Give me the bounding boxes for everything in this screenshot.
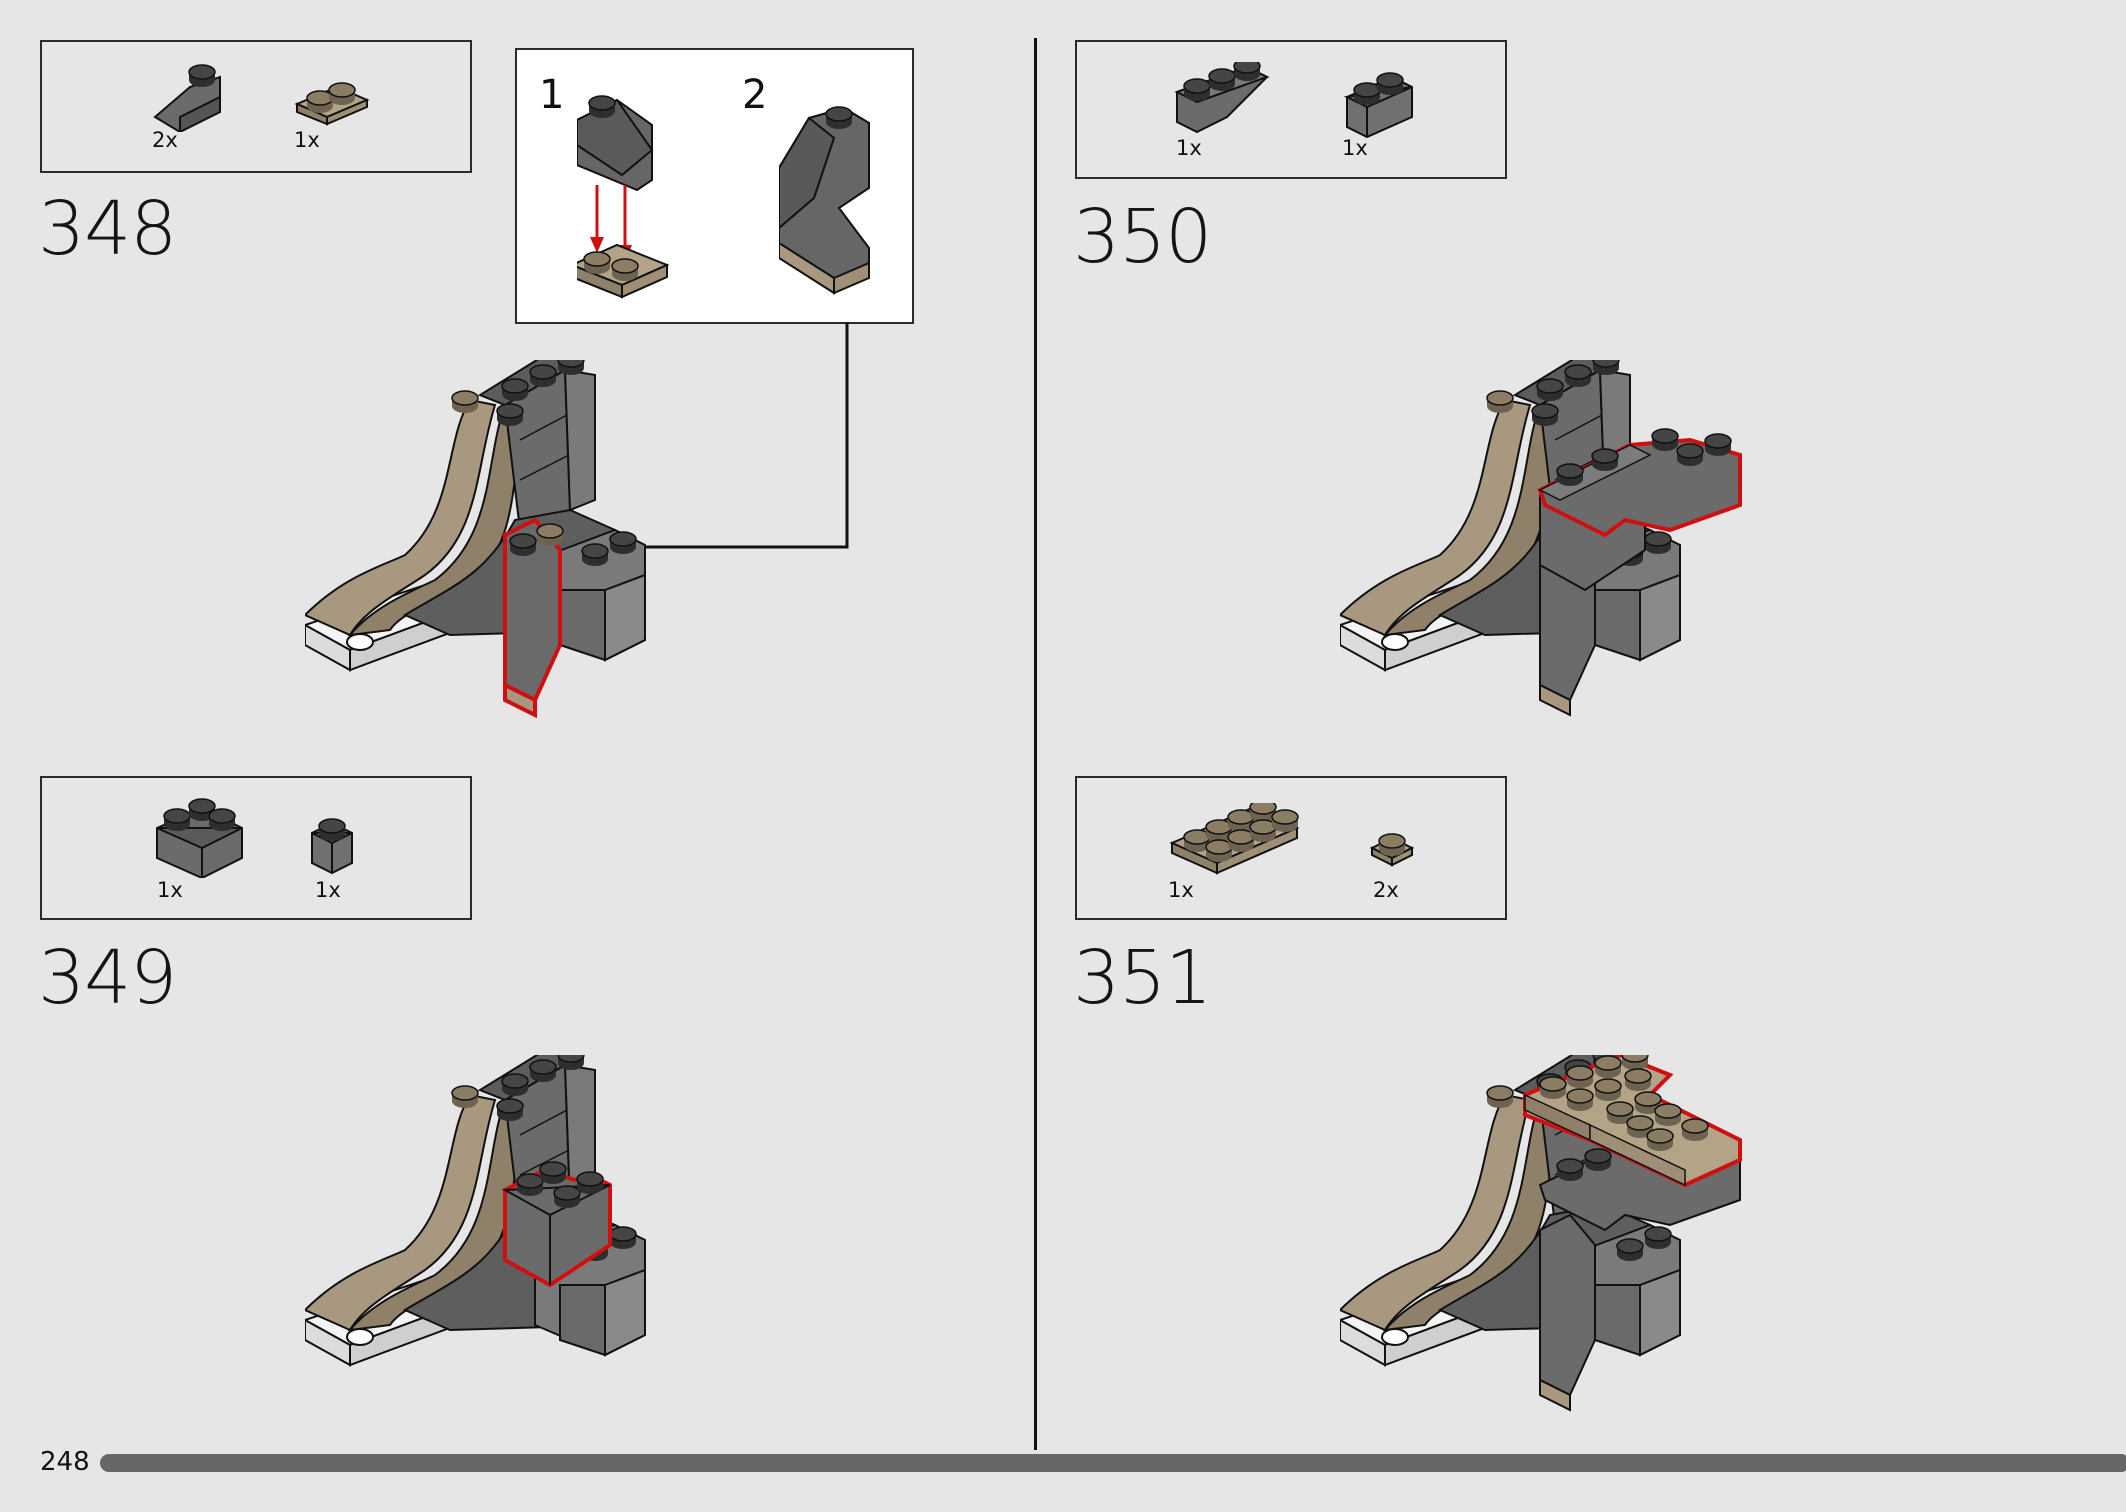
model-step-349	[305, 1055, 755, 1435]
substep-2-illustration	[779, 106, 870, 295]
page-divider	[1034, 38, 1037, 1450]
part-qty: 1x	[1176, 136, 1202, 160]
part-qty: 1x	[1342, 136, 1368, 160]
step-number: 351	[1073, 935, 1212, 1021]
model-step-348	[305, 360, 755, 719]
inverted-slope-icon	[1174, 62, 1270, 134]
brick-1x1-icon	[311, 818, 353, 875]
parts-box-step-351: 1x 2x	[1075, 776, 1507, 920]
parts-box-step-348: 2x 1x	[40, 40, 472, 173]
part-qty: 1x	[1168, 878, 1194, 902]
part-qty: 2x	[1373, 878, 1399, 902]
step-number: 349	[38, 935, 177, 1021]
page-number: 248	[40, 1447, 90, 1477]
substep-number: 1	[539, 72, 565, 118]
slope-brick-icon	[153, 64, 221, 132]
part-qty: 2x	[152, 128, 178, 152]
progress-bar	[100, 1454, 2126, 1472]
corner-slope-icon	[156, 798, 243, 878]
parts-box-step-350: 1x 1x	[1075, 40, 1507, 179]
substep-number: 2	[742, 72, 768, 118]
part-qty: 1x	[294, 128, 320, 152]
part-qty: 1x	[157, 878, 183, 902]
tan-plate-1x1-icon	[1369, 833, 1415, 867]
brick-1x2-icon	[1343, 72, 1413, 139]
callout-box: 1 2	[515, 48, 914, 324]
substep-1-illustration	[577, 95, 670, 299]
tan-plate-2x4-icon	[1169, 803, 1300, 875]
tan-plate-icon	[294, 82, 370, 126]
step-number: 348	[38, 186, 177, 272]
parts-box-step-349: 1x 1x	[40, 776, 472, 920]
part-qty: 1x	[315, 878, 341, 902]
model-step-350	[1340, 360, 1742, 717]
step-number: 350	[1073, 194, 1212, 280]
model-step-351	[1340, 1055, 1742, 1412]
